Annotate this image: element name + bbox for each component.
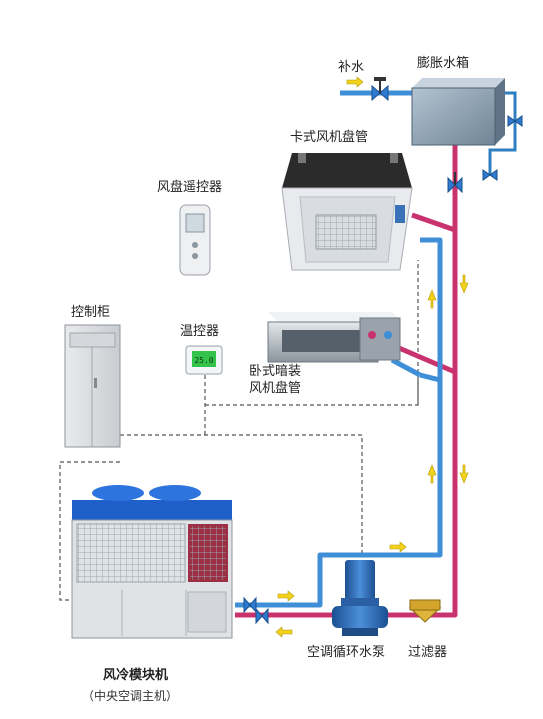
expansion-tank [412,78,505,145]
expansion-tank-label: 膨胀水箱 [417,56,469,72]
chiller-inlet-valve [256,609,268,623]
makeup-water-valve [372,77,388,100]
air-cooled-chiller [72,485,232,638]
chiller-subtitle: （中央空调主机） [82,688,178,704]
control-cabinet [65,325,120,447]
ducted-fcu-label-line1: 卧式暗装 [249,364,301,380]
fcu-remote-label: 风盘遥控器 [157,180,222,196]
thermostat-display: 25.0 [194,356,213,365]
circulation-pump [332,560,388,636]
thermostat-label: 温控器 [180,324,219,340]
pump-label: 空调循环水泵 [307,645,385,661]
ducted-fcu-label-line2: 风机盘管 [249,381,301,397]
cassette-fcu-label: 卡式风机盘管 [290,130,368,146]
filter-label: 过滤器 [408,645,447,661]
strainer-filter [410,600,440,622]
ducted-fan-coil-unit [268,312,402,362]
cassette-fan-coil-unit [282,153,412,270]
makeup-water-label: 补水 [338,60,364,76]
chiller-title: 风冷模块机 [103,668,168,684]
fcu-remote-controller [180,205,210,275]
control-cabinet-label: 控制柜 [71,305,110,321]
chiller-outlet-valve [244,598,256,612]
